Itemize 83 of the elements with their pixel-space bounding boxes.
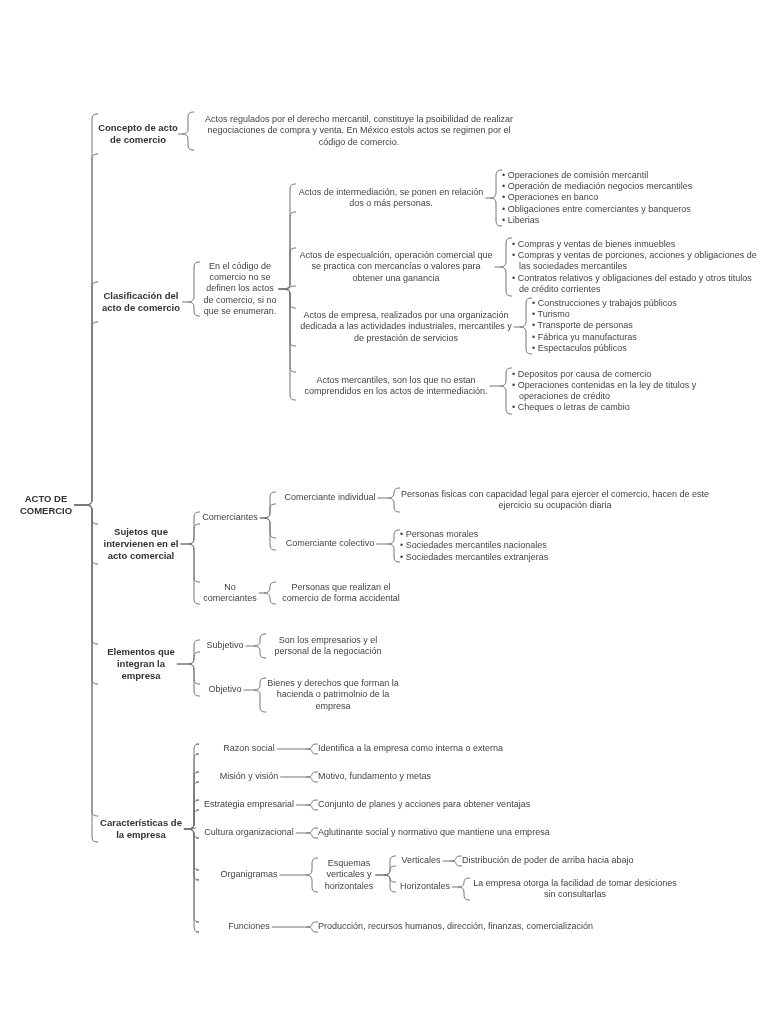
brace-connector: [451, 877, 471, 901]
branch-text: No comerciantes: [202, 581, 258, 605]
branch-heading: ACTO DE COMERCIO: [18, 493, 74, 517]
branch-text: Producción, recursos humanos, dirección, finanzas, comercialización: [318, 921, 595, 933]
branch-heading: Clasificación del acto de comercio: [100, 290, 182, 314]
branch-text: Motivo, fundamento y metas: [318, 771, 433, 783]
branch-text: Conjunto de planes y acciones para obtener ventajas: [318, 799, 532, 811]
branch-text: Horizontales: [399, 881, 451, 893]
branch-text: Funciones: [227, 921, 271, 933]
brace-connector: [279, 771, 319, 783]
branch-text: Actos mercantiles, son los que no estan comprendidos en los actos de intermediación.: [303, 374, 489, 398]
bullet-item: • Sociedades mercantiles nacionales: [400, 540, 548, 552]
branch-heading: Sujetos que intervienen en el acto comercial: [102, 526, 180, 562]
brace-connector: [377, 487, 401, 513]
brace-connector: [183, 828, 200, 933]
brace-connector: [245, 633, 267, 659]
branch-text: Comerciantes: [201, 512, 259, 524]
brace-connector: [489, 367, 513, 415]
brace-connector: [73, 504, 99, 843]
bullet-item: • Contratos relativos y obligaciones del estado y otros titulos de crédito corrientes: [512, 272, 753, 296]
branch-heading: Elementos que integran la empresa: [106, 646, 176, 682]
branch-heading: Características de la empresa: [99, 817, 183, 841]
brace-connector: [513, 297, 533, 355]
brace-connector: [180, 543, 201, 605]
bullet-item: • Turismo: [532, 309, 571, 321]
brace-connector: [494, 237, 513, 297]
bullet-item: • Fábrica yu manufacturas: [532, 331, 638, 343]
branch-text: La empresa otorga la facilidad de tomar desiciones sin consultarlas: [472, 877, 678, 901]
bullet-item: • Operaciones en banco: [502, 192, 600, 204]
branch-text: Personas fisicas con capacidad legal para ejercer el comercio, hacen de este ejercicio su ocupación diaria: [400, 488, 710, 512]
bullet-item: • Liberias: [502, 214, 541, 227]
brace-connector: [271, 921, 319, 933]
brace-connector: [442, 855, 463, 867]
brace-connector: [484, 169, 503, 227]
bullet-item: • Personas morales: [400, 529, 480, 541]
brace-connector: [375, 529, 401, 563]
branch-text: Cultura organizacional: [203, 827, 295, 839]
branch-text: Comerciante individual: [283, 492, 377, 504]
bullet-item: • Operaciones de comisión mercantil: [502, 169, 650, 182]
branch-text: Organigramas: [219, 869, 279, 881]
branch-text: En el código de comercio no se definen los actos de comercio, si no que se enumeran.: [202, 260, 278, 318]
branch-text: Son los empresarios y el personal de la negociación: [273, 634, 383, 658]
bullet-item: • Operación de mediación negocios mercantiles: [502, 181, 694, 193]
bullet-item: • Compras y ventas de bienes inmuebles: [512, 238, 677, 251]
branch-text: Distribución de poder de arriba hacia abajo: [462, 855, 635, 867]
brace-connector: [295, 827, 319, 839]
brace-connector: [276, 743, 319, 755]
branch-text: Esquemas verticales y horizontales: [323, 858, 375, 892]
brace-connector: [279, 857, 319, 893]
branch-heading: Concepto de acto de comercio: [98, 122, 178, 146]
branch-text: Identifica a la empresa como interna o externa: [318, 743, 505, 755]
bullet-item: • Sociedades mercantiles extranjeras: [400, 551, 550, 563]
branch-text: Comerciante colectivo: [284, 538, 376, 550]
brace-connector: [278, 288, 297, 401]
branch-text: Subjetivo: [205, 640, 245, 652]
branch-text: Personas que realizan el comercio de forma accidental: [281, 581, 401, 605]
branch-text: Aglutinante social y normativo que mantiene una empresa: [318, 827, 551, 839]
branch-text: Actos de especualción, operación comercial que se practica con mercancías o valores para obtener una ganancia: [298, 250, 494, 284]
brace-connector: [258, 581, 277, 605]
branch-text: Estrategia empresarial: [202, 799, 295, 811]
brace-connector: [295, 799, 319, 811]
branch-text: Bienes y derechos que forman la hacienda o patrimolnio de la empresa: [266, 678, 400, 712]
brace-connector: [181, 261, 201, 317]
bullet-item: • Compras y ventas de porciones, acciones y obligaciones de las sociedades mercantiles: [512, 250, 758, 273]
bullet-item: • Espectaculos públicos: [532, 342, 628, 355]
brace-connector: [176, 663, 201, 697]
branch-text: Verticales: [400, 855, 442, 867]
branch-text: Actos de intermediación, se ponen en relación dos o más personas.: [297, 186, 485, 210]
bullet-item: • Construcciones y trabajos públicos: [532, 297, 678, 310]
branch-text: Actos de empresa, realizados por una organización dedicada a las actividades industriales, mercantiles y de prestación de servicios: [299, 310, 513, 344]
brace-connector: [177, 111, 195, 151]
bullet-item: • Obligaciones entre comerciantes y banqueros: [502, 203, 692, 215]
brace-connector: [374, 874, 397, 893]
brace-connector: [259, 517, 277, 551]
branch-text: Objetivo: [207, 684, 243, 696]
branch-text: Razon social: [222, 743, 276, 755]
branch-text: Misión y visión: [218, 771, 280, 783]
bullet-item: • Cheques o letras de cambio: [512, 402, 631, 414]
branch-text: Actos regulados por el derecho mercantil, constituye la psoibilidad de realizar negociaciones de compra y venta. En México estols actos se regimen por el código de comercio.: [203, 114, 515, 148]
brace-connector: [243, 677, 267, 713]
bullet-item: • Transporte de personas: [532, 320, 634, 332]
bullet-item: • Operaciones contenidas en la ley de titulos y operaciones de crédito: [512, 379, 698, 403]
bullet-item: • Depositos por causa de comercio: [512, 368, 653, 380]
